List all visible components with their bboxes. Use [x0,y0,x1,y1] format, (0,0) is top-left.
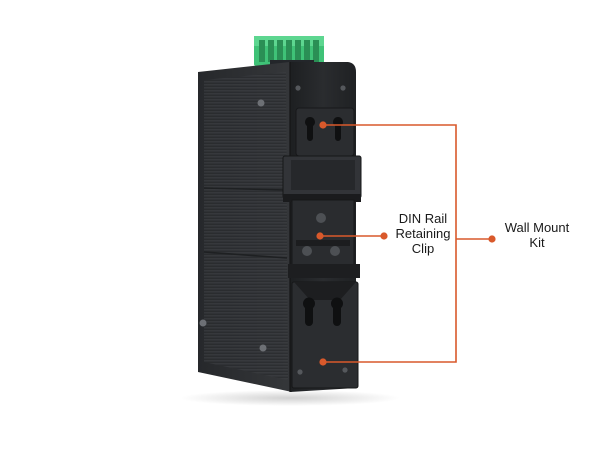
lower-wall-mount-plate [291,281,359,389]
screw-icon [342,367,348,373]
callout-dot-icon [488,235,496,243]
wall-mount-kit-label: Wall Mount Kit [494,220,580,250]
wall-mount-kit-label-line: Wall Mount [504,220,570,235]
din-rail-clip-label-line: DIN Rail [398,211,448,226]
screw-icon [316,213,326,223]
screw-icon [199,319,207,327]
callout-dot-icon [319,121,327,129]
upper-wall-mount-plate [295,107,355,157]
screw-icon [259,344,267,352]
din-rail-clip [282,155,362,278]
wall-mount-kit-label-line: Kit [529,235,545,250]
screw-icon [295,85,301,91]
din-rail-clip-label-line: Clip [411,241,435,256]
screw-icon [330,246,340,256]
screw-icon [297,369,303,375]
callout-dot-icon [319,358,327,366]
keyhole-icon [305,117,315,141]
din-rail-clip-label: DIN Rail Retaining Clip [384,211,462,256]
keyhole-icon [333,117,344,141]
keyhole-icon [302,297,316,326]
screw-icon [257,99,265,107]
device-side-panel [198,62,292,392]
callout-dot-icon [380,232,388,240]
callout-dots [316,121,496,366]
screw-icon [302,246,312,256]
callout-lines [320,124,492,363]
floor-shadow [180,390,400,406]
callout-dot-icon [316,232,324,240]
keyhole-icon [331,297,343,326]
screw-icon [340,85,346,91]
din-rail-clip-label-line: Retaining [395,226,451,241]
